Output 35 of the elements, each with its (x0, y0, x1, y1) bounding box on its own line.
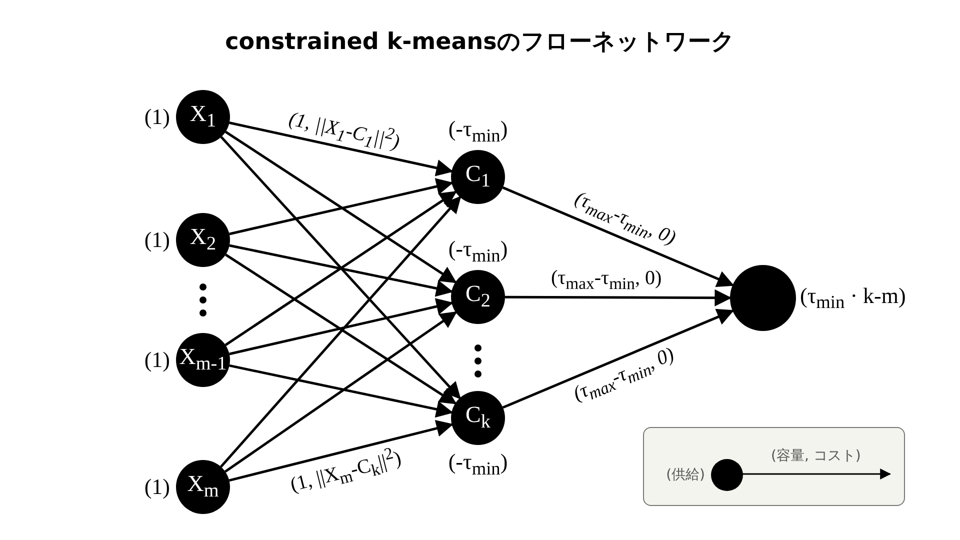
arrow (229, 122, 454, 176)
node-label: C$_{k}$ (466, 402, 490, 434)
arrow (224, 254, 457, 404)
node-annotation: (-τ$_{min}$) (448, 449, 508, 480)
edge-label: (容量, コスト) (769, 448, 863, 464)
arrow (220, 196, 462, 468)
arrow (229, 298, 454, 356)
node-label: X$_{m}$ (187, 471, 219, 503)
node-label: X$_{2}$ (190, 224, 216, 256)
node-label: C$_{1}$ (466, 161, 490, 193)
arrow (229, 178, 454, 236)
arrow (505, 289, 732, 306)
node-annotation: (1) (144, 104, 170, 130)
arrow (502, 308, 734, 409)
arrow (224, 311, 458, 473)
title: constrained k-meansのフローネットワーク (224, 28, 736, 57)
node-annotation: (1) (144, 227, 170, 253)
node-label: X$_{1}$ (190, 101, 216, 133)
arrow (229, 244, 454, 297)
node-label: C$_{2}$ (466, 281, 490, 313)
node-annotation: (-τ$_{min}$) (448, 116, 508, 146)
node-annotation: (1) (144, 474, 170, 500)
arrow (229, 364, 454, 418)
arrow (224, 190, 457, 346)
node-annotation: (τ$_{min}$ · k-m) (800, 282, 906, 314)
node-annotation: (供給) (666, 466, 705, 484)
arrow (224, 130, 457, 284)
arrow (742, 468, 892, 480)
arrow (220, 136, 461, 400)
node-annotation: (1) (144, 347, 170, 373)
arrow (228, 420, 454, 482)
arrow (502, 186, 734, 287)
node-annotation: (-τ$_{min}$) (448, 236, 508, 266)
legend-box (643, 427, 905, 506)
node-label: X$_{m-1}$ (179, 344, 227, 376)
